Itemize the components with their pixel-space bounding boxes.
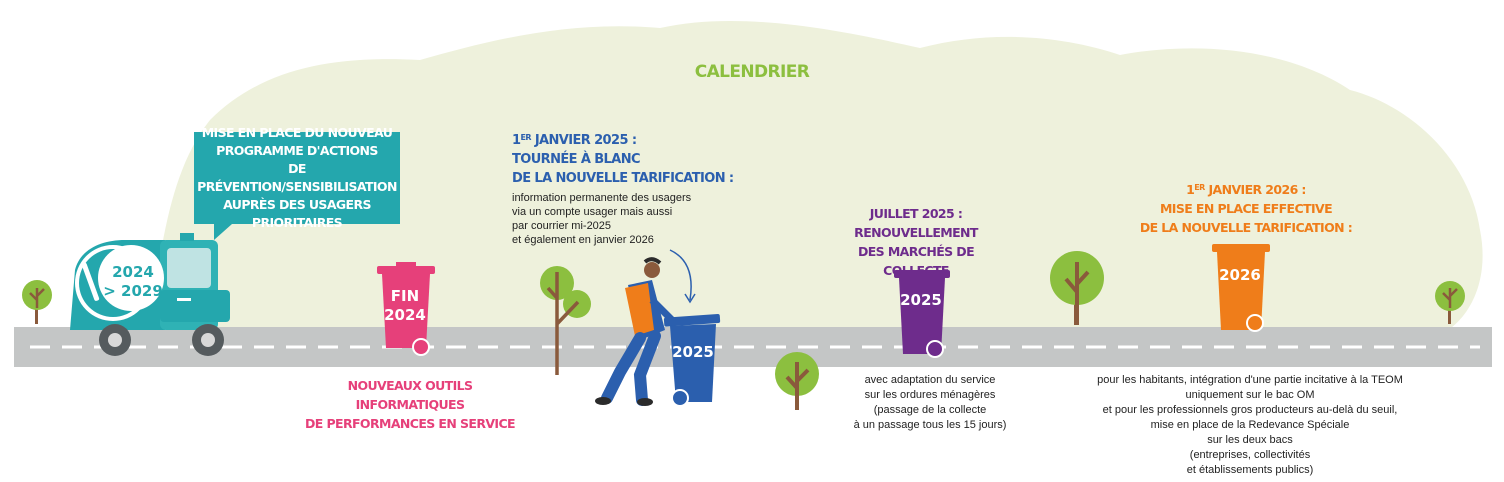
text-line: avec adaptation du service (864, 374, 996, 386)
text-line: (passage de la collecte (873, 404, 987, 416)
orange-bin-icon (1212, 244, 1270, 332)
milestone-purple-heading: JUILLET 2025 : RENOUVELLEMENT DES MARCHÉ… (828, 204, 1004, 280)
background-cloud (150, 20, 1483, 336)
text-line: NOUVEAUX OUTILS INFORMATIQUES (347, 378, 473, 412)
milestone-head-line: RENOUVELLEMENT (854, 225, 978, 240)
milestone-day: 1 (512, 133, 521, 148)
truck-label-bottom: > 2029 (103, 282, 163, 300)
text-line: information permanente des usagers (512, 192, 692, 204)
milestone-orange-heading: 1ER JANVIER 2026 : MISE EN PLACE EFFECTI… (1136, 178, 1356, 237)
text-line: DE PERFORMANCES EN SERVICE (305, 416, 516, 431)
text-line: (entreprises, collectivités (1189, 449, 1311, 461)
text-line: via un compte usager mais aussi (512, 206, 673, 218)
text-line: et également en janvier 2026 (512, 234, 654, 246)
text-line: uniquement sur le bac OM (1185, 389, 1315, 401)
orange-bin-label: 2026 (1219, 266, 1261, 284)
milestone-head-line: JUILLET 2025 : (869, 206, 963, 221)
pink-bin-icon (377, 262, 435, 356)
text-line: mise en place de la Redevance Spéciale (1150, 419, 1350, 431)
purple-bin-label: 2025 (900, 291, 942, 309)
milestone-blue-heading: 1ER JANVIER 2025 : TOURNÉE À BLANC DE LA… (512, 128, 734, 188)
milestone-head-line: TOURNÉE À BLANC (512, 152, 641, 167)
milestone-date: JANVIER 2025 : (530, 133, 637, 148)
milestone-orange-text: pour les habitants, intégration d'une pa… (1060, 373, 1440, 478)
tree-icon (1050, 251, 1104, 325)
milestone-head-line: DES MARCHÉS DE COLLECTE (857, 244, 975, 278)
bubble-line: PROGRAMME D'ACTIONS (216, 143, 378, 158)
bubble-line: AUPRÈS DES USAGERS PRIORITAIRES (223, 197, 371, 230)
milestone-head-line: DE LA NOUVELLE TARIFICATION : (512, 171, 734, 186)
milestone-head-line: DE LA NOUVELLE TARIFICATION : (1139, 220, 1353, 235)
milestone-day: 1 (1186, 182, 1195, 197)
purple-bin-icon (894, 270, 950, 358)
milestone-day-sup: ER (520, 133, 531, 142)
text-line: sur les deux bacs (1207, 434, 1293, 446)
tree-icon (775, 352, 819, 410)
page-title: CALENDRIER (694, 62, 810, 82)
bubble-line: DE PRÉVENTION/SENSIBILISATION (197, 161, 397, 194)
garbage-truck-icon (70, 233, 230, 356)
text-line: à un passage tous les 15 jours) (853, 419, 1007, 431)
curved-arrow-icon (669, 249, 692, 301)
milestone-blue-text: information permanente des usagers via u… (512, 191, 691, 247)
text-line: et pour les professionnels gros producte… (1102, 404, 1398, 416)
milestone-pink-text: NOUVEAUX OUTILS INFORMATIQUES DE PERFORM… (300, 376, 520, 433)
blue-bin-label: 2025 (672, 343, 714, 361)
bubble-line: MISE EN PLACE DU NOUVEAU (201, 125, 393, 140)
truck-label-top: 2024 (112, 263, 154, 281)
text-line: pour les habitants, intégration d'une pa… (1097, 374, 1403, 386)
tree-icon (22, 280, 52, 324)
blue-bin-icon (663, 314, 721, 407)
milestone-purple-text: avec adaptation du service sur les ordur… (830, 373, 1030, 433)
speech-bubble-tail (214, 224, 232, 240)
milestone-head-line: MISE EN PLACE EFFECTIVE (1159, 201, 1333, 216)
tree-icon (540, 266, 591, 375)
worker-icon (595, 257, 679, 406)
tree-icon (1435, 281, 1465, 324)
milestone-day-sup: ER (1194, 183, 1205, 192)
pink-bin-line2: 2024 (384, 306, 426, 324)
milestone-date: JANVIER 2026 : (1204, 182, 1306, 197)
text-line: par courrier mi-2025 (512, 220, 612, 232)
speech-bubble: MISE EN PLACE DU NOUVEAU PROGRAMME D'ACT… (194, 125, 400, 230)
text-line: sur les ordures ménagères (864, 389, 996, 401)
text-line: et établissements publics) (1186, 464, 1314, 476)
pink-bin-line1: FIN (391, 287, 419, 305)
